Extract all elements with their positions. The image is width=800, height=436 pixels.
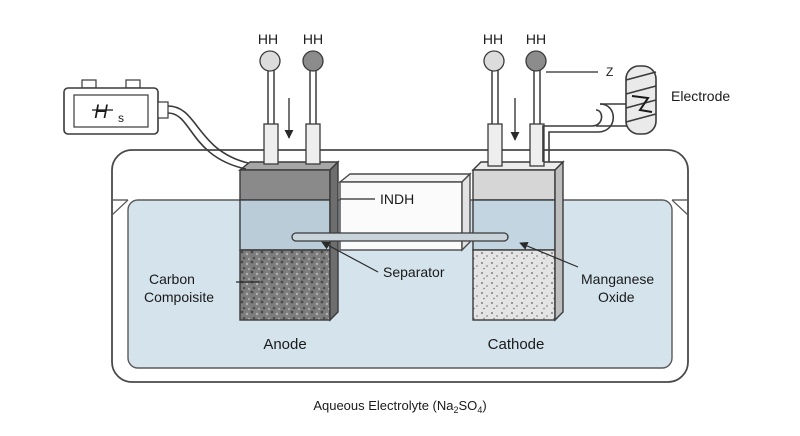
label-hh-3: HH bbox=[483, 31, 503, 47]
carbon-composite-material bbox=[239, 249, 331, 321]
label-separator: Separator bbox=[383, 264, 445, 280]
label-electrode: Electrode bbox=[671, 88, 730, 104]
label-carbon-line1: Carbon bbox=[149, 271, 195, 287]
label-manganese-line1: Manganese bbox=[581, 271, 654, 287]
anode-terminal-knob-light bbox=[259, 50, 281, 72]
label-indh: INDH bbox=[380, 191, 414, 207]
label-hh-4: HH bbox=[526, 31, 546, 47]
anode-electrode bbox=[238, 160, 340, 322]
meter-device: H s bbox=[63, 79, 249, 170]
label-z: Z bbox=[606, 65, 613, 79]
label-hh-2: HH bbox=[303, 31, 323, 47]
anode-terminals bbox=[259, 50, 324, 165]
label-hh-1: HH bbox=[258, 31, 278, 47]
label-manganese-line2: Oxide bbox=[598, 289, 635, 305]
leader-lines bbox=[236, 198, 579, 283]
label-cathode: Cathode bbox=[488, 336, 545, 353]
caption: Aqueous Electrolyte (Na2SO4) bbox=[313, 398, 486, 415]
meter-symbol: H bbox=[94, 102, 108, 123]
separator-rod bbox=[291, 232, 509, 242]
label-carbon-line2: Compoisite bbox=[144, 289, 214, 305]
cathode-terminal-knob-dark bbox=[525, 50, 547, 72]
meter-subscript: s bbox=[118, 111, 124, 125]
label-anode: Anode bbox=[263, 336, 306, 353]
electrode-coil-icon bbox=[542, 65, 657, 162]
cathode-terminal-knob-light bbox=[483, 50, 505, 72]
cathode-terminals bbox=[483, 50, 598, 167]
anode-terminal-knob-dark bbox=[302, 50, 324, 72]
manganese-oxide-material bbox=[472, 249, 556, 321]
